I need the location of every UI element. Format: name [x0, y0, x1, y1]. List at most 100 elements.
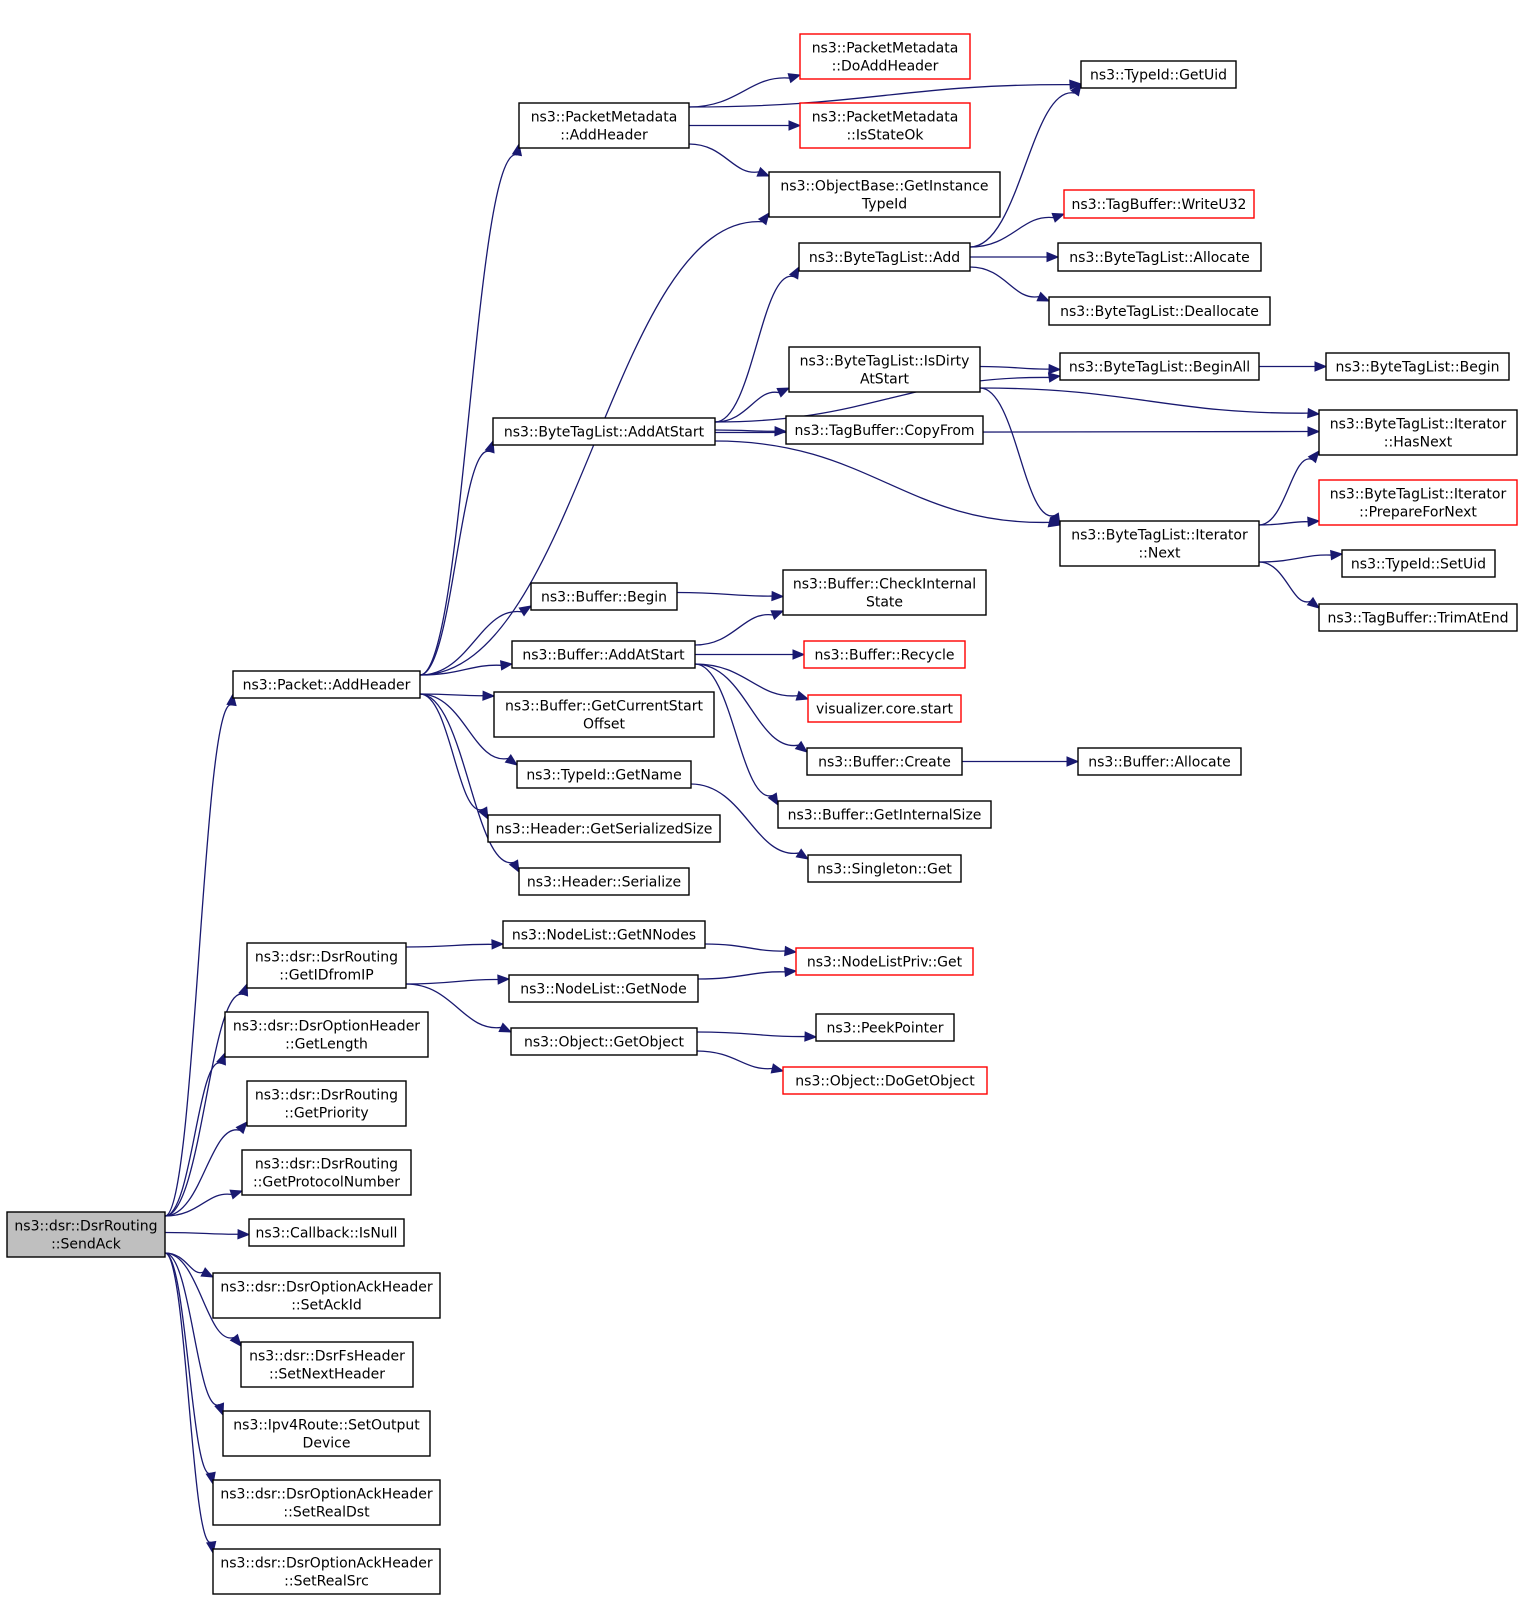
node-pm-doaddheader[interactable]: ns3::PacketMetadata::DoAddHeader	[799, 33, 971, 80]
node-label: ns3::PeekPointer	[827, 1021, 944, 1037]
node-box	[1325, 352, 1510, 381]
node-buffer-addatstart[interactable]: ns3::Buffer::AddAtStart	[511, 640, 696, 669]
edge-arrowhead	[1314, 361, 1328, 372]
edge-arrowhead	[1049, 512, 1061, 527]
node-header-serialize[interactable]: ns3::Header::Serialize	[518, 867, 690, 896]
node-box	[798, 242, 971, 272]
node-label: ns3::ByteTagList::IsDirty	[800, 354, 970, 370]
edge-arrowhead	[497, 974, 511, 985]
edge-line	[676, 591, 773, 597]
node-label: ns3::ByteTagList::AddAtStart	[504, 425, 705, 441]
node-btl-deallocate[interactable]: ns3::ByteTagList::Deallocate	[1048, 296, 1271, 326]
node-buffer-create[interactable]: ns3::Buffer::Create	[806, 747, 963, 776]
node-label: ns3::Buffer::GetInternalSize	[788, 808, 982, 824]
node-tagbuffer-writeu32[interactable]: ns3::TagBuffer::WriteU32	[1063, 189, 1255, 219]
node-buffer-allocate[interactable]: ns3::Buffer::Allocate	[1077, 747, 1242, 776]
node-buffer-getinternalsize[interactable]: ns3::Buffer::GetInternalSize	[777, 800, 992, 829]
edge-btl_beginall-to-btl_begin	[1258, 361, 1328, 372]
node-packet-addheader[interactable]: ns3::Packet::AddHeader	[232, 670, 421, 699]
node-label: Device	[303, 1436, 351, 1452]
edge-line	[419, 154, 518, 676]
node-label: ::Next	[1138, 546, 1181, 562]
node-callback-isnull[interactable]: ns3::Callback::IsNull	[248, 1218, 405, 1247]
node-getpriority[interactable]: ns3::dsr::DsrRouting::GetPriority	[246, 1080, 407, 1127]
edge-btl_iterator_next-to-typeid_setuid	[1258, 549, 1344, 563]
node-label: ns3::ObjectBase::GetInstance	[780, 179, 988, 195]
node-singleton-get[interactable]: ns3::Singleton::Get	[807, 854, 962, 883]
edge-object_getobject-to-object_dogetobject	[696, 1050, 785, 1074]
edge-sendack-to-callback_isnull	[164, 1228, 251, 1240]
edge-line	[164, 704, 233, 1217]
node-tagbuffer-trimatend[interactable]: ns3::TagBuffer::TrimAtEnd	[1318, 603, 1518, 632]
edge-pm_addheader-to-pm_doaddheader	[688, 73, 802, 108]
node-typeid-getname[interactable]: ns3::TypeId::GetName	[516, 760, 692, 789]
edge-arrowhead	[229, 1333, 242, 1348]
node-nodelist-getnnodes[interactable]: ns3::NodeList::GetNNodes	[502, 920, 706, 949]
node-label: ns3::Buffer::Recycle	[814, 648, 954, 664]
node-box	[1341, 549, 1496, 578]
edge-btl_isdirtyatstart-to-btl_iterator_hasnext	[979, 387, 1321, 419]
node-btl-allocate[interactable]: ns3::ByteTagList::Allocate	[1057, 242, 1262, 272]
node-box	[1057, 242, 1262, 272]
node-box	[1318, 409, 1518, 456]
edge-line	[969, 216, 1054, 248]
node-setackid[interactable]: ns3::dsr::DsrOptionAckHeader::SetAckId	[212, 1272, 441, 1319]
node-optheader-getlength[interactable]: ns3::dsr::DsrOptionHeader::GetLength	[224, 1011, 429, 1058]
node-buffer-recycle[interactable]: ns3::Buffer::Recycle	[803, 640, 966, 669]
edge-arrowhead	[804, 1031, 818, 1042]
node-btl-iterator-next[interactable]: ns3::ByteTagList::Iterator::Next	[1059, 520, 1260, 567]
node-getidfromip[interactable]: ns3::dsr::DsrRouting::GetIDfromIP	[246, 942, 407, 989]
node-box	[240, 1341, 414, 1388]
edge-arrowhead	[1306, 596, 1321, 609]
node-btl-iterator-hasnext[interactable]: ns3::ByteTagList::Iterator::HasNext	[1318, 409, 1518, 456]
node-sendack[interactable]: ns3::dsr::DsrRouting::SendAck	[6, 1211, 166, 1258]
node-tagbuffer-copyfrom[interactable]: ns3::TagBuffer::CopyFrom	[785, 415, 984, 445]
edge-line	[714, 429, 776, 432]
node-object-dogetobject[interactable]: ns3::Object::DoGetObject	[782, 1066, 988, 1095]
node-pm-isstateok[interactable]: ns3::PacketMetadata::IsStateOk	[799, 102, 971, 149]
node-label: TypeId	[861, 197, 907, 213]
node-setrealsrc[interactable]: ns3::dsr::DsrOptionAckHeader::SetRealSrc	[212, 1548, 441, 1595]
node-buffer-begin[interactable]: ns3::Buffer::Begin	[530, 582, 678, 611]
edge-packet_addheader-to-header_getserializedsize	[419, 693, 489, 821]
node-label: ns3::TagBuffer::TrimAtEnd	[1327, 611, 1508, 627]
edge-line	[164, 1129, 240, 1217]
nodes-layer: ns3::dsr::DsrRouting::SendAck ns3::Packet…	[6, 33, 1518, 1595]
node-getprotocolnumber[interactable]: ns3::dsr::DsrRouting::GetProtocolNumber	[241, 1149, 412, 1196]
edge-line	[697, 971, 786, 980]
node-btl-addatstart[interactable]: ns3::ByteTagList::AddAtStart	[492, 417, 716, 446]
node-btl-iterator-preparefornext[interactable]: ns3::ByteTagList::Iterator::PrepareForNe…	[1318, 479, 1518, 526]
node-header-getserializedsize[interactable]: ns3::Header::GetSerializedSize	[487, 814, 721, 843]
node-btl-begin[interactable]: ns3::ByteTagList::Begin	[1325, 352, 1510, 381]
edge-arrowhead	[784, 945, 798, 957]
node-nodelistpriv-get[interactable]: ns3::NodeListPriv::Get	[795, 947, 974, 976]
edge-line	[164, 1231, 239, 1235]
edge-buffer_addatstart-to-visualizer_core_start	[694, 663, 810, 701]
node-peekpointer[interactable]: ns3::PeekPointer	[815, 1013, 955, 1042]
node-btl-add[interactable]: ns3::ByteTagList::Add	[798, 242, 971, 272]
edge-packet_addheader-to-pm_addheader	[419, 142, 523, 676]
node-label: ns3::TagBuffer::WriteU32	[1072, 197, 1247, 213]
node-typeid-getuid[interactable]: ns3::TypeId::GetUid	[1080, 60, 1237, 89]
node-box	[1048, 296, 1271, 326]
node-nodelist-getnode[interactable]: ns3::NodeList::GetNode	[508, 974, 699, 1003]
node-typeid-setuid[interactable]: ns3::TypeId::SetUid	[1341, 549, 1496, 578]
node-label: ns3::ByteTagList::BeginAll	[1069, 360, 1250, 376]
edge-btl_isdirtyatstart-to-btl_beginall	[979, 363, 1062, 375]
edge-arrowhead	[491, 939, 505, 950]
node-label: ::SetRealSrc	[284, 1574, 369, 1590]
node-setnextheader[interactable]: ns3::dsr::DsrFsHeader::SetNextHeader	[240, 1341, 414, 1388]
node-visualizer-core-start[interactable]: visualizer.core.start	[807, 694, 962, 723]
node-setrealdst[interactable]: ns3::dsr::DsrOptionAckHeader::SetRealDst	[212, 1479, 441, 1526]
edge-arrowhead	[482, 690, 496, 701]
node-object-getobject[interactable]: ns3::Object::GetObject	[510, 1027, 698, 1056]
node-pm-addheader[interactable]: ns3::PacketMetadata::AddHeader	[518, 102, 690, 149]
edge-arrowhead	[508, 859, 520, 874]
node-btl-beginall[interactable]: ns3::ByteTagList::BeginAll	[1059, 352, 1260, 381]
